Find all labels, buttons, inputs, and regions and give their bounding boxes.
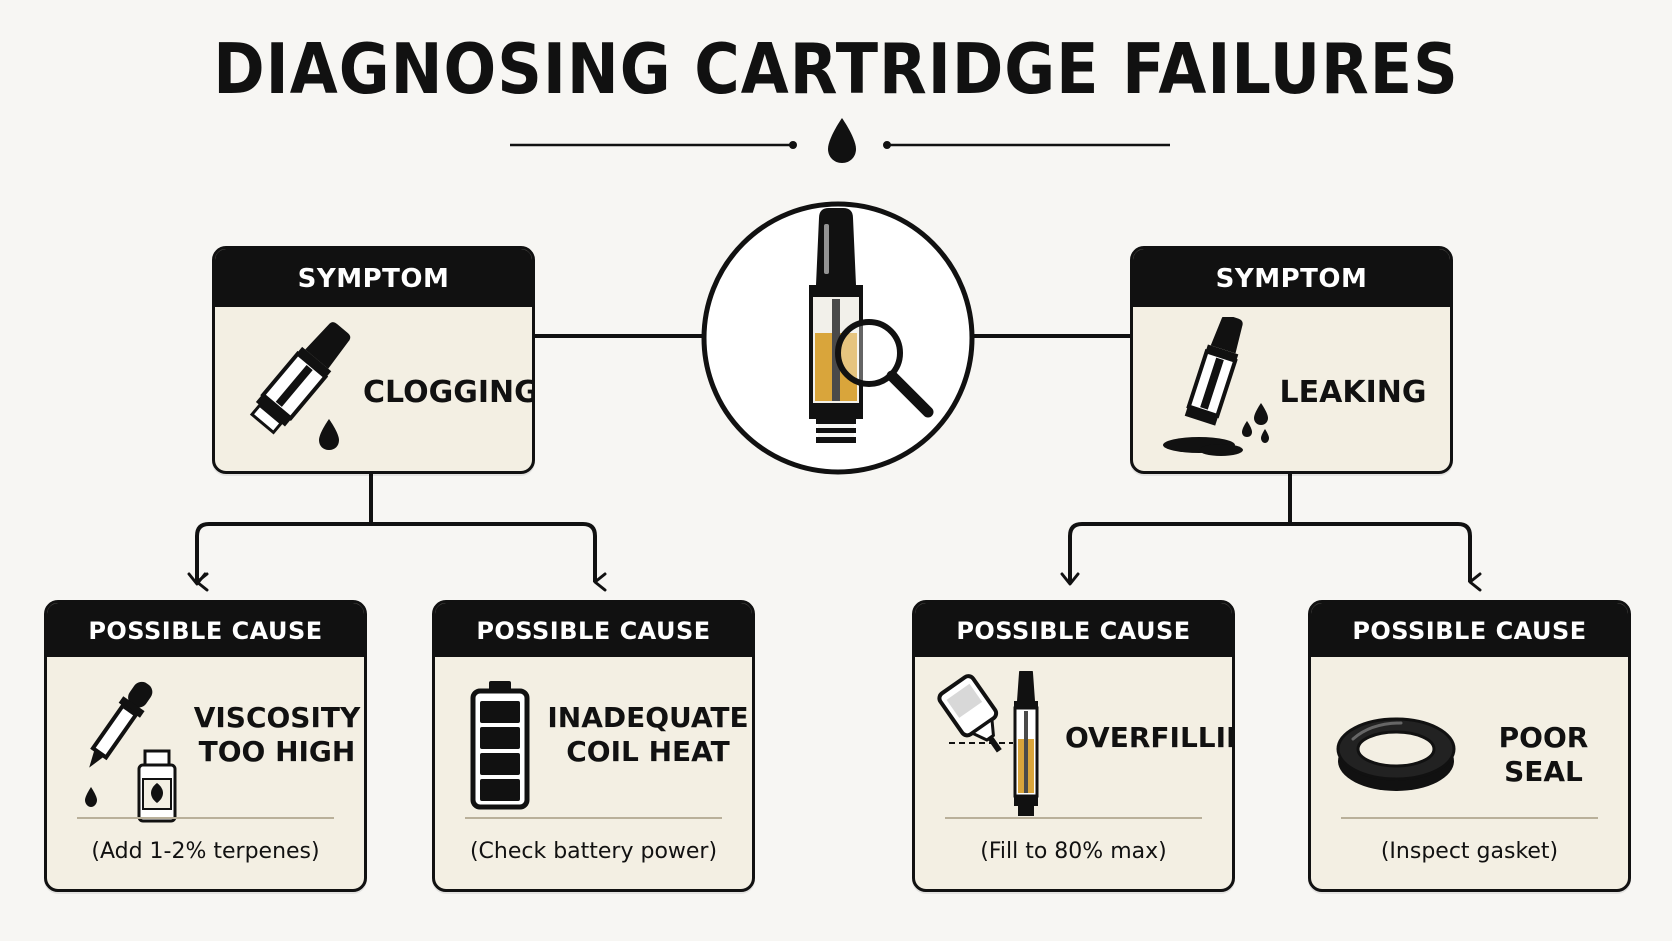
symptom-header: SYMPTOM xyxy=(215,249,532,307)
droplet-icon xyxy=(828,118,856,163)
cause-header: POSSIBLE CAUSE xyxy=(435,603,752,657)
cause-label-line: VISCOSITY xyxy=(193,701,361,734)
symptom-label: LEAKING xyxy=(1279,375,1427,410)
gasket-ring-icon xyxy=(1336,717,1456,791)
divider xyxy=(1341,817,1598,819)
cause-label-line: OVERFILLING xyxy=(1065,721,1232,754)
cause-label: POOR SEAL xyxy=(1461,721,1626,788)
cause-label: VISCOSITY TOO HIGH xyxy=(187,701,364,768)
divider xyxy=(465,817,722,819)
symptom-label: CLOGGING xyxy=(363,375,535,410)
cause-label-line: INADEQUATE xyxy=(547,701,749,734)
symptom-card-clogging: SYMPTOM CLOGGING xyxy=(212,246,535,474)
clogged-cartridge-icon xyxy=(249,322,351,450)
cause-card-overfilling: POSSIBLE CAUSE OVERFILLING (Fill to 80% … xyxy=(912,600,1235,892)
cause-label-line: TOO HIGH xyxy=(198,734,356,768)
connector-lines xyxy=(195,334,1482,592)
dropper-bottle-icon xyxy=(85,681,177,823)
cause-label-line: POOR SEAL xyxy=(1498,721,1589,788)
divider xyxy=(77,817,334,819)
cause-card-poor-seal: POSSIBLE CAUSE POOR SEAL (Inspect gasket… xyxy=(1308,600,1631,892)
cause-header: POSSIBLE CAUSE xyxy=(47,603,364,657)
battery-icon xyxy=(470,681,530,810)
divider xyxy=(945,817,1202,819)
cause-card-coil-heat: POSSIBLE CAUSE INADEQUATE COIL HEAT (Che… xyxy=(432,600,755,892)
cause-card-viscosity: POSSIBLE CAUSE VISCOSITY TOO HIGH (Add 1… xyxy=(44,600,367,892)
cartridge-inspection-emblem xyxy=(701,201,975,475)
cause-note: (Fill to 80% max) xyxy=(980,839,1167,864)
cause-header: POSSIBLE CAUSE xyxy=(1311,603,1628,657)
cause-label-line: COIL HEAT xyxy=(566,734,730,768)
cause-label: OVERFILLING xyxy=(1065,721,1232,755)
cause-note: (Inspect gasket) xyxy=(1380,839,1559,864)
cause-label: INADEQUATE COIL HEAT xyxy=(545,701,751,768)
leaking-cartridge-icon xyxy=(1163,317,1269,456)
overfill-cartridge-icon xyxy=(937,671,1039,816)
cause-note: (Check battery power) xyxy=(469,839,718,864)
magnifying-glass-icon xyxy=(835,319,934,418)
page-title: DIAGNOSING CARTRIDGE FAILURES xyxy=(213,28,1459,110)
symptom-header: SYMPTOM xyxy=(1133,249,1450,307)
cause-header: POSSIBLE CAUSE xyxy=(915,603,1232,657)
symptom-card-leaking: SYMPTOM LEAKING xyxy=(1130,246,1453,474)
title-divider xyxy=(510,118,1170,163)
cartridge-icon xyxy=(809,208,863,443)
cause-note: (Add 1-2% terpenes) xyxy=(91,839,320,864)
